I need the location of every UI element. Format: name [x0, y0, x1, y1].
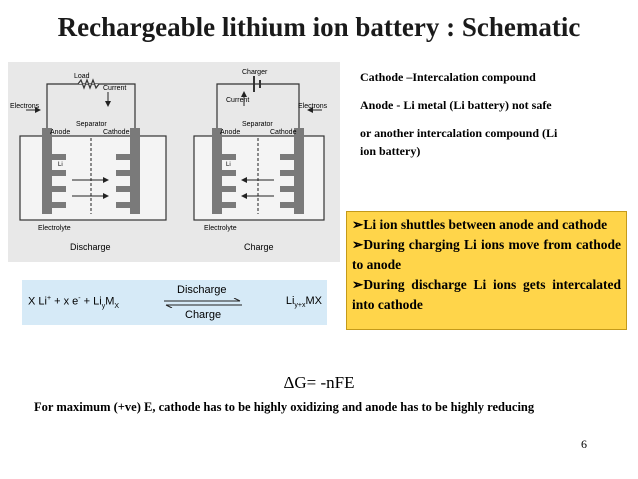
- charge-electrons-label: Electrons: [298, 103, 328, 110]
- load-label: Load: [74, 73, 90, 80]
- anode-description-cont: or another intercalation compound (Li: [360, 126, 558, 140]
- equilibrium-arrows-icon: [164, 298, 242, 308]
- charge-cathode-electrode: [294, 128, 304, 214]
- equation-charge-label: Charge: [185, 309, 222, 321]
- charge-cathode-label: Cathode: [270, 129, 297, 136]
- charge-cathode-li-blocks: [280, 154, 294, 208]
- equation-reactants: X Li+ + x e- + LiyMX: [28, 295, 120, 310]
- charge-anode-li-blocks: [222, 154, 236, 208]
- discharge-anode-electrode: [42, 128, 52, 214]
- reaction-equation: X Li+ + x e- + LiyMX Discharge Charge Li…: [22, 280, 327, 325]
- discharge-cell: [19, 78, 167, 221]
- charge-electrolyte-label: Electrolyte: [204, 225, 237, 232]
- anode-description: Anode - Li metal (Li battery) not safe: [360, 98, 552, 112]
- charge-current-label: Current: [226, 97, 249, 104]
- bullet-shuttle: ➢Li ion shuttles between anode and catho…: [352, 217, 608, 232]
- charge-li-ion-label: Li: [226, 162, 231, 168]
- discharge-caption: Discharge: [70, 242, 111, 252]
- charge-separator-label: Separator: [242, 121, 273, 128]
- battery-schematic: Load Electrons Current Separator Anode C…: [8, 62, 340, 262]
- discharge-electrolyte-container: [19, 135, 167, 221]
- charge-circuit-wire: [216, 83, 300, 128]
- cathode-description: Cathode –Intercalation compound: [360, 70, 536, 84]
- anode-description-cont-2: ion battery): [360, 144, 421, 158]
- check-arrow-icon: ➢: [352, 237, 364, 252]
- charge-anode-electrode: [212, 128, 222, 214]
- charge-anode-label: Anode: [220, 129, 240, 136]
- check-arrow-icon: ➢: [352, 217, 364, 232]
- bullet-discharge: ➢During discharge Li ions gets intercala…: [352, 277, 621, 312]
- discharge-cathode-label: Cathode: [103, 129, 130, 136]
- discharge-current-label: Current: [103, 85, 126, 92]
- discharge-electrons-label: Electrons: [10, 103, 40, 110]
- max-e-statement: For maximum (+ve) E, cathode has to be h…: [34, 400, 535, 414]
- discharge-anode-label: Anode: [50, 129, 70, 136]
- discharge-separator-label: Separator: [76, 121, 107, 128]
- load-resistor-icon: [77, 78, 100, 90]
- check-arrow-icon: ➢: [352, 277, 364, 292]
- charger-label: Charger: [242, 69, 268, 76]
- slide-title: Rechargeable lithium ion battery : Schem…: [57, 12, 581, 42]
- discharge-electrolyte-label: Electrolyte: [38, 225, 71, 232]
- discharge-anode-li-blocks: [52, 154, 66, 208]
- discharge-cathode-electrode: [130, 128, 140, 214]
- equation-product: Liy+xMX: [285, 295, 322, 310]
- equation-discharge-label: Discharge: [177, 284, 227, 296]
- charge-caption: Charge: [244, 242, 274, 252]
- discharge-cathode-li-blocks: [116, 154, 130, 208]
- bullet-charging: ➢During charging Li ions move from catho…: [352, 237, 621, 272]
- gibbs-equation: ΔG= -nFE: [283, 373, 355, 392]
- discharge-li-ion-label: Li: [58, 162, 63, 168]
- page-number: 6: [581, 437, 587, 451]
- key-points-box: ➢Li ion shuttles between anode and catho…: [346, 211, 627, 330]
- charge-cell: [193, 76, 325, 221]
